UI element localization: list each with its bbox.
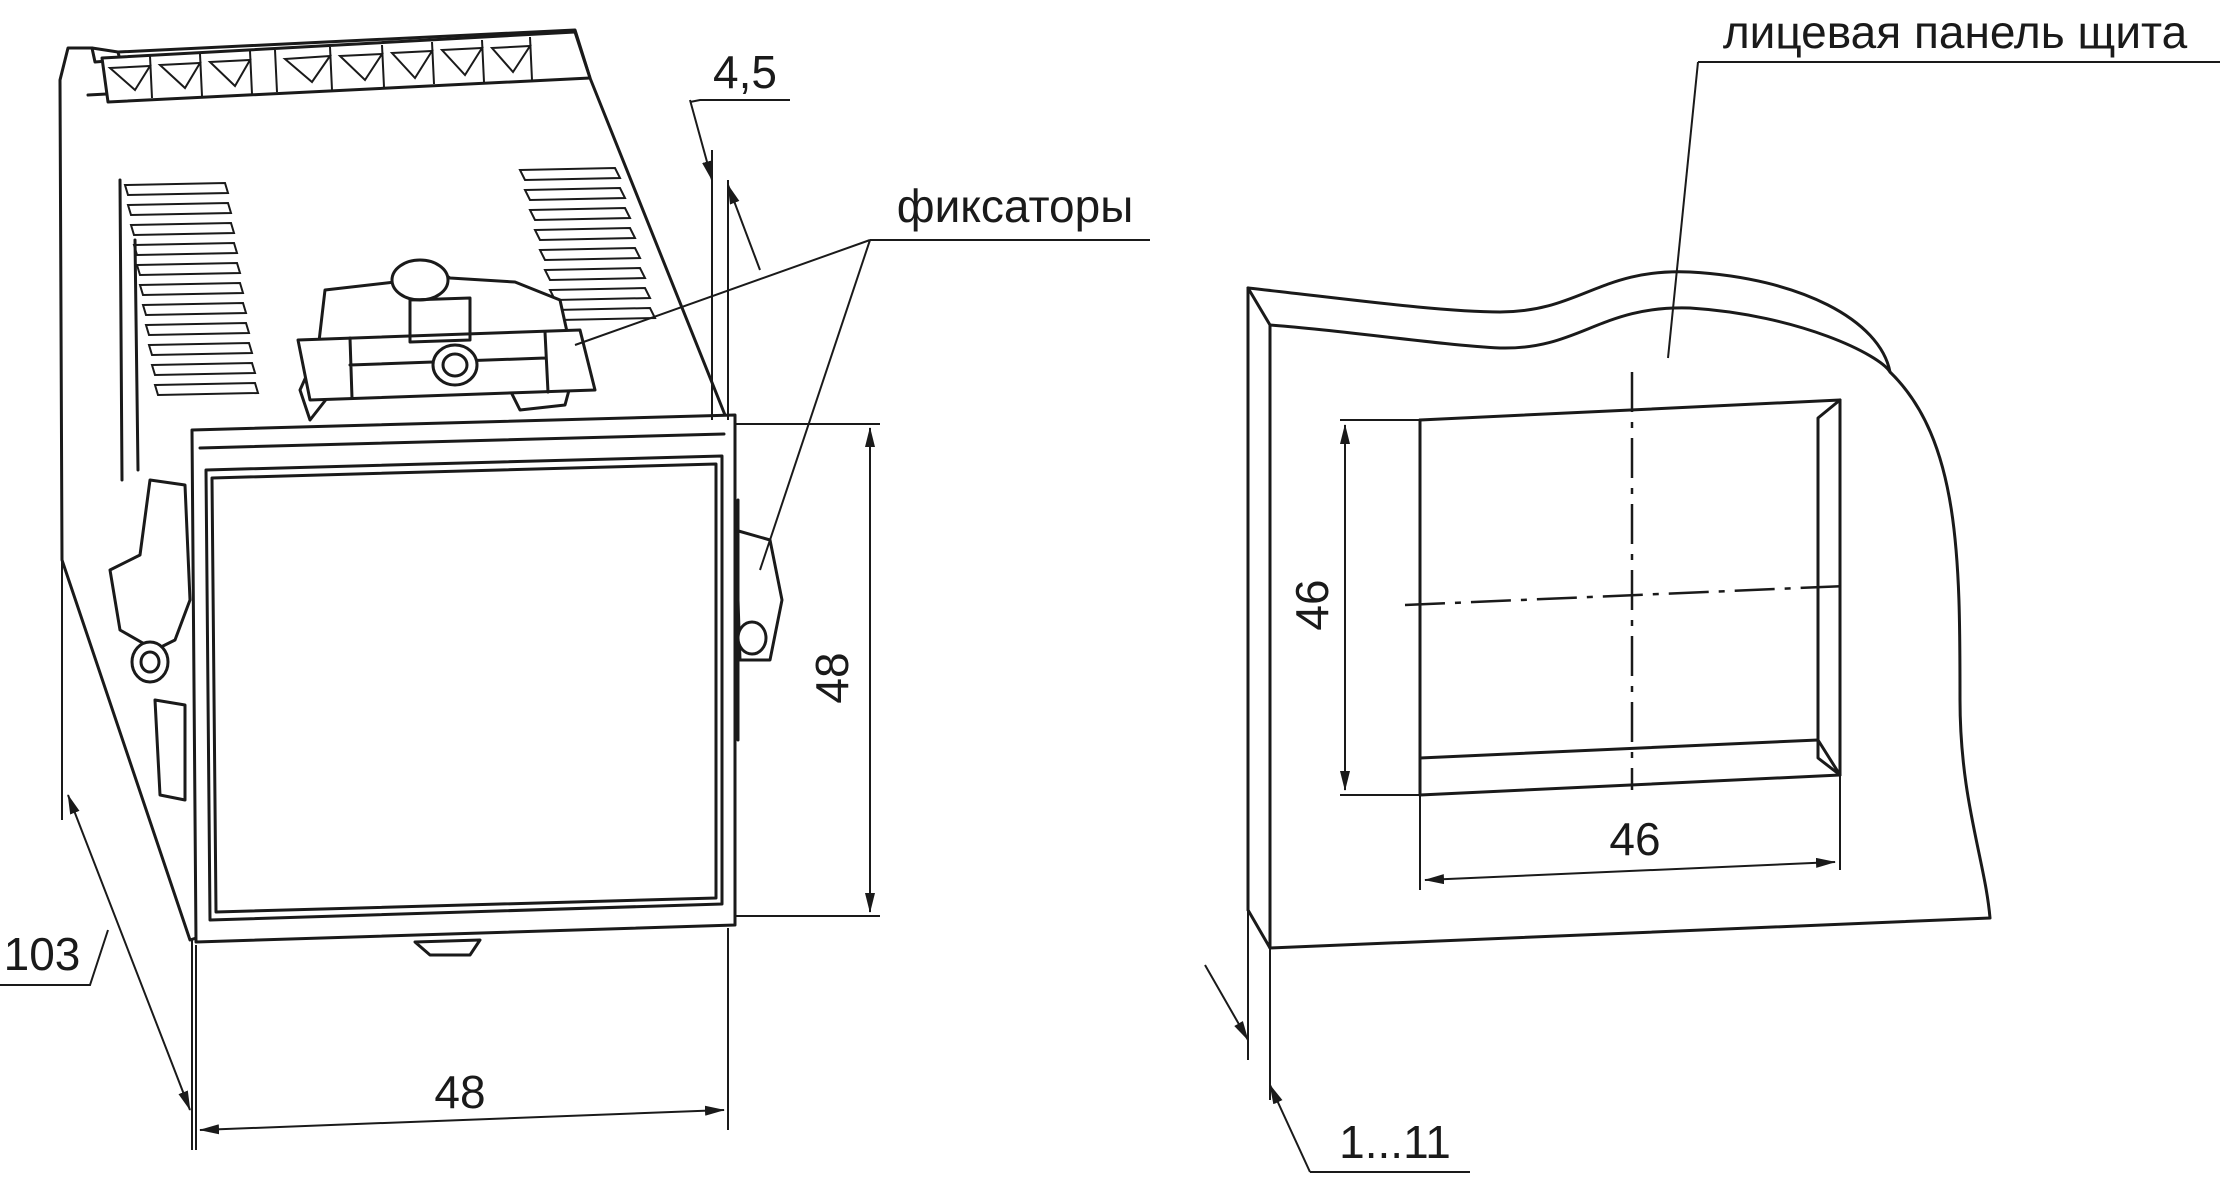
dim-cutout-width-label: 46: [1609, 813, 1660, 865]
dim-front-gap-45: 4,5: [689, 46, 790, 420]
dim-panel-thickness: 1...11: [1204, 910, 1470, 1173]
dim-width-label: 48: [434, 1066, 485, 1118]
dim-cutout-height-label: 46: [1286, 579, 1338, 630]
top-latch: [296, 258, 597, 422]
panel-face-label: лицевая панель щита: [1723, 6, 2188, 58]
panel-face-callout: лицевая панель щита: [1667, 6, 2220, 359]
dim-depth-label: 103: [4, 928, 81, 980]
latches-callout: фиксаторы: [574, 180, 1150, 571]
dim-cutout-width-46: 46: [1419, 775, 1841, 890]
device-isometric-view: 48 48 103 4,5: [0, 28, 1150, 1150]
dim-panel-thickness-label: 1...11: [1339, 1116, 1451, 1168]
dim-height-label: 48: [806, 652, 858, 703]
dim-cutout-height-46: 46: [1286, 419, 1420, 796]
dim-depth-103: 103: [0, 560, 193, 1150]
right-latch: [733, 498, 784, 742]
left-vent-grille: [118, 178, 260, 482]
left-latch: [108, 478, 192, 802]
dim-height-48: 48: [735, 423, 880, 917]
dim-front-gap-label: 4,5: [713, 46, 777, 98]
panel-cutout-view: 46 46 1...11 лицевая панель щита: [1204, 6, 2220, 1173]
terminal-block: [100, 30, 592, 104]
latches-label: фиксаторы: [897, 180, 1134, 232]
dim-width-48: 48: [195, 928, 729, 1150]
front-bezel: [190, 413, 737, 957]
